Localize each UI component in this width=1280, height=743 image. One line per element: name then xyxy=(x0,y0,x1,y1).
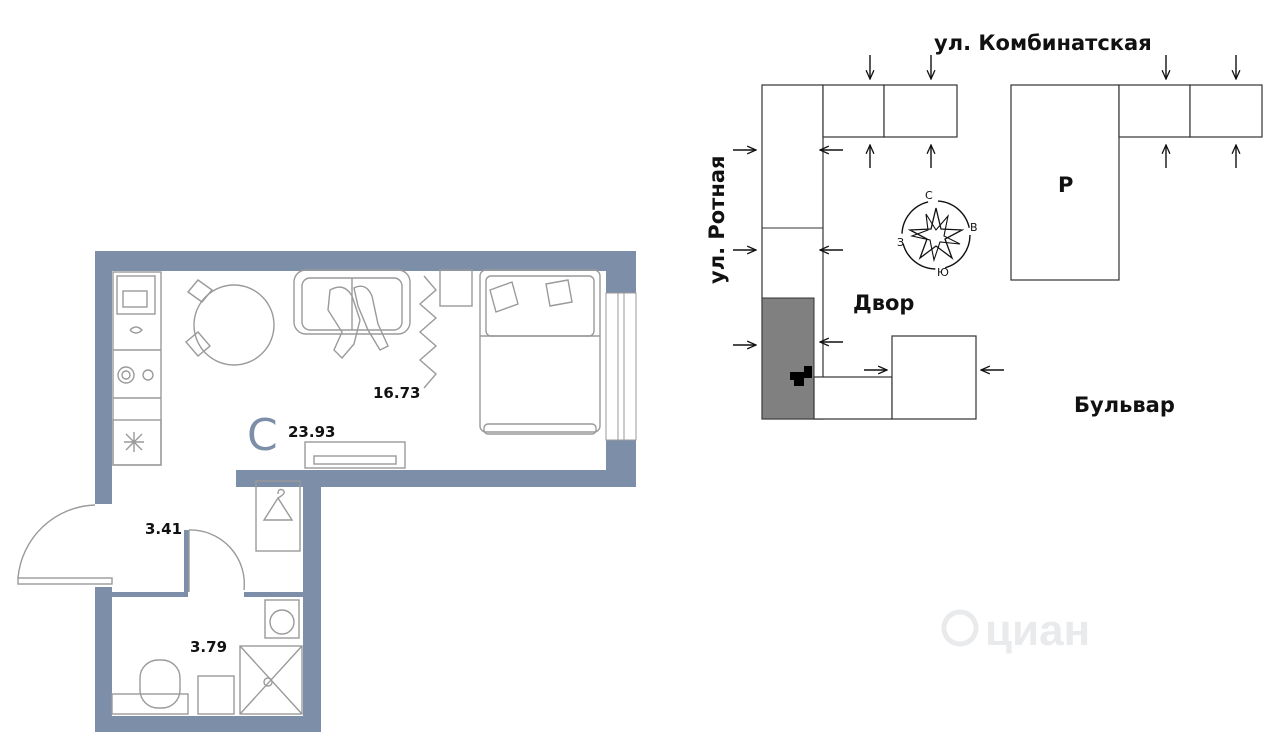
entry-arrows xyxy=(733,55,1236,370)
street-top-label: ул. Комбинатская xyxy=(934,31,1152,55)
compass-south: Ю xyxy=(937,266,949,279)
apartment-plan: 16.73 3.41 3.79 C 23.93 xyxy=(17,251,637,732)
dining-table xyxy=(185,279,275,366)
boulevard-label: Бульвар xyxy=(1074,393,1175,417)
window xyxy=(605,292,637,441)
bathroom-fixtures xyxy=(111,599,303,715)
living-room-area: 16.73 xyxy=(373,384,420,402)
compass-east: В xyxy=(970,221,978,234)
compass-rose: С В Ю З xyxy=(897,189,978,279)
tv-stand xyxy=(304,441,406,469)
highlighted-section xyxy=(761,297,815,420)
apartment-walls xyxy=(95,251,636,732)
apartment-marker xyxy=(790,366,812,386)
bed xyxy=(479,269,601,435)
entrance-door xyxy=(17,504,113,585)
compass-west: З xyxy=(897,236,904,249)
bathroom-door xyxy=(188,529,246,592)
watermark: циан xyxy=(941,606,1090,655)
kitchen-unit xyxy=(112,271,162,466)
bathroom-area: 3.79 xyxy=(190,638,227,656)
nightstand xyxy=(439,269,473,307)
apartment-type-letter: C xyxy=(247,410,278,461)
sofa xyxy=(293,269,411,360)
partition-screen xyxy=(418,275,438,389)
yard-label: Двор xyxy=(853,291,914,315)
watermark-logo-icon xyxy=(941,609,979,647)
site-plan: Р С В Ю З xyxy=(705,31,1263,420)
wardrobe xyxy=(255,480,301,552)
watermark-text: циан xyxy=(985,606,1090,655)
building-l-shape xyxy=(761,84,977,420)
building-p: Р xyxy=(1010,84,1263,281)
street-left-label: ул. Ротная xyxy=(705,155,729,284)
total-area: 23.93 xyxy=(288,423,335,441)
compass-north: С xyxy=(925,189,933,202)
hallway-area: 3.41 xyxy=(145,520,182,538)
building-p-label: Р xyxy=(1058,173,1073,197)
